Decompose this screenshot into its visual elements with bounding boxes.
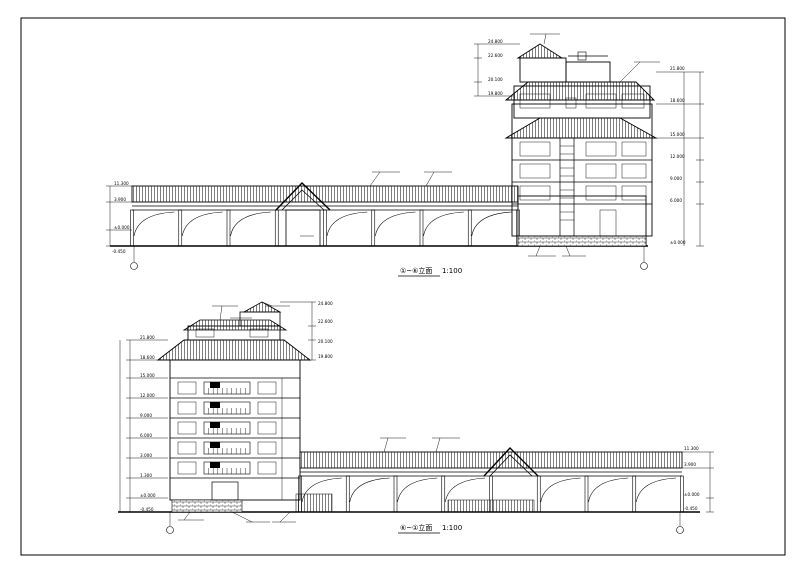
corridor-brace [374,211,416,237]
corridor-brace [326,211,368,237]
svg-text:9.000: 9.000 [140,413,152,418]
corridor-column [680,475,684,513]
lower-corridor-roof [299,451,683,469]
lower-corridor-gable [447,446,539,513]
svg-text:-0.450: -0.450 [112,249,126,254]
corridor-brace [230,211,271,237]
svg-text:19.800: 19.800 [488,91,503,96]
svg-text:3.900: 3.900 [684,462,696,467]
svg-text:18.600: 18.600 [670,98,685,103]
svg-text:21.800: 21.800 [670,66,685,71]
svg-text:1.300: 1.300 [140,473,152,478]
upper-elevation: 11.300 3.900 ±0.000 -0.450 [106,33,704,277]
corridor-column [130,209,134,247]
svg-text:-0.450: -0.450 [140,507,154,512]
lower-elevation-scale: 1:100 [442,524,462,532]
upper-corridor-bays [130,209,520,247]
corridor-brace [181,211,223,237]
corridor-column [393,475,398,513]
svg-text:11.300: 11.300 [114,181,129,186]
corridor-column [178,209,183,247]
svg-text:-0.450: -0.450 [684,506,698,511]
svg-text:3.900: 3.900 [114,197,126,202]
svg-text:6.000: 6.000 [670,198,682,203]
upper-elevation-scale: 1:100 [442,267,462,275]
svg-text:12.000: 12.000 [140,393,155,398]
corridor-column [632,475,637,513]
svg-text:12.000: 12.000 [670,154,685,159]
lower-balconies [203,381,251,475]
corridor-column [323,209,327,247]
upper-tower [504,43,658,247]
corridor-brace [444,477,486,503]
balcony-door [210,422,220,428]
corridor-column [226,209,231,247]
svg-text:18.600: 18.600 [140,355,155,360]
corridor-column [584,475,589,513]
axis-marker [640,262,648,270]
svg-text:15.000: 15.000 [140,373,155,378]
corridor-brace [540,477,581,503]
corridor-column [345,475,350,513]
svg-text:19.800: 19.800 [318,354,333,359]
axis-marker [676,526,684,534]
balcony-door [210,382,220,388]
corridor-column [536,475,541,513]
balcony-door [210,402,220,408]
axis-marker [166,526,174,534]
svg-text:±0.000: ±0.000 [684,492,700,497]
upper-corridor-roof [131,185,519,203]
svg-text:±0.000: ±0.000 [140,493,156,498]
svg-text:±0.000: ±0.000 [114,225,130,230]
lower-tower [156,301,312,513]
corridor-brace [133,211,175,237]
corridor-brace [349,477,390,503]
corridor-brace [397,477,438,503]
corridor-brace [635,477,677,503]
corridor-brace [588,477,629,503]
svg-text:9.000: 9.000 [670,176,682,181]
corridor-brace [471,211,513,237]
svg-text:24.800: 24.800 [488,39,503,44]
upper-elevation-title: ①~⑥立面 [400,266,432,275]
sheet-border [20,17,786,556]
svg-text:11.300: 11.300 [684,446,699,451]
corridor-column [419,209,424,247]
corridor-column [441,475,446,513]
balcony-door [210,442,220,448]
svg-text:22.600: 22.600 [318,319,333,324]
svg-text:21.800: 21.800 [140,335,155,340]
svg-text:±0.000: ±0.000 [670,240,686,245]
svg-text:3.000: 3.000 [140,453,152,458]
svg-text:24.800: 24.800 [318,301,333,306]
svg-text:15.000: 15.000 [670,132,685,137]
svg-text:22.600: 22.600 [488,53,503,58]
upper-corridor-gable [275,182,331,247]
corridor-column [371,209,376,247]
balcony-door [210,462,220,468]
corridor-brace [423,211,464,237]
lower-elevation-title: ⑥~①立面 [400,523,432,532]
axis-marker [130,262,138,270]
corridor-column [467,209,472,247]
lower-elevation: 21.800 18.600 15.000 12.000 9.000 6.000 … [118,301,714,534]
svg-text:20.100: 20.100 [488,77,503,82]
svg-text:20.100: 20.100 [318,339,333,344]
svg-text:6.000: 6.000 [140,433,152,438]
corridor-column [274,209,279,247]
